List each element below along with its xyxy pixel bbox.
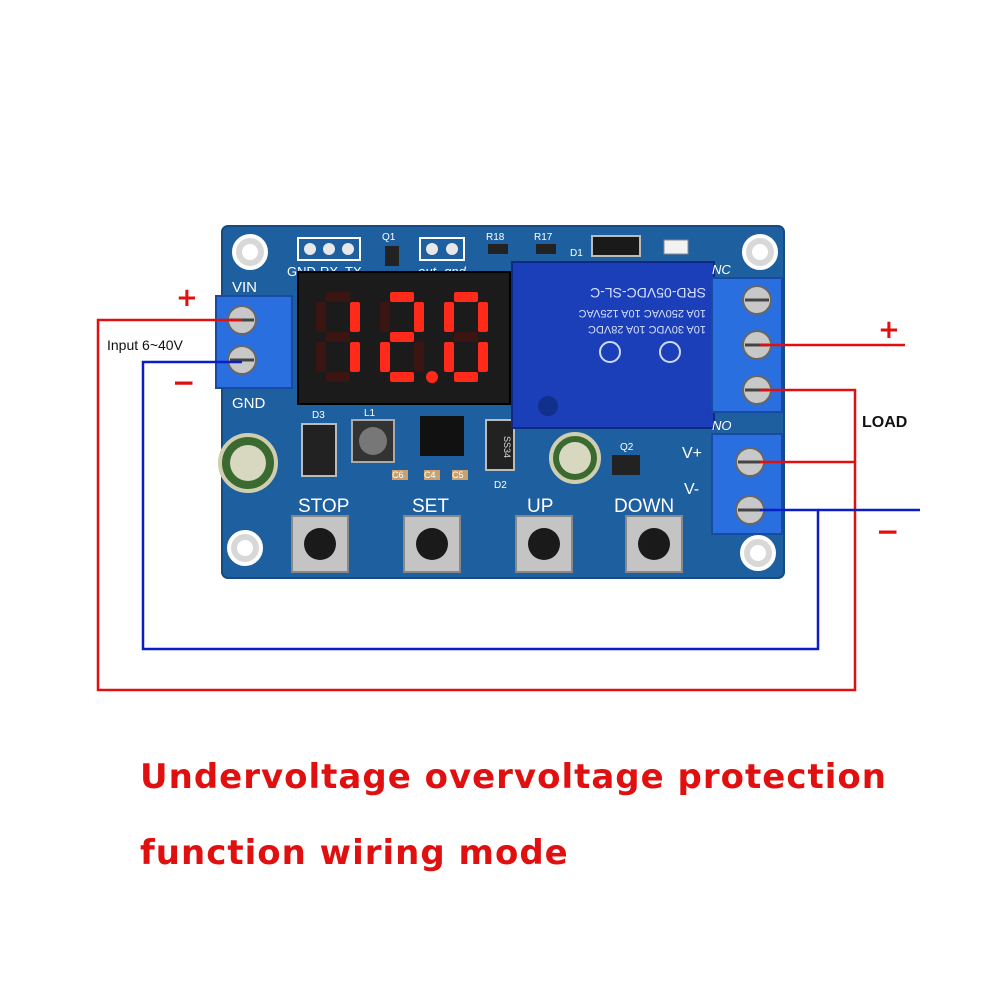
vin-label: VIN [232,279,257,296]
display-digit-3-segment-b [478,302,488,332]
up-button-label: UP [527,496,553,517]
red-load-wire-bottom [760,388,857,462]
display-digit-2-segment-d [390,372,414,382]
label-c4: C4 [424,470,436,480]
display-digit-3-segment-f [444,302,454,332]
label-r17: R17 [534,232,553,243]
display-digit-3-segment-d [454,372,478,382]
display-digit-1-segment-c [350,342,360,372]
display-digit-1-segment-g [326,332,350,342]
electrolytic-capacitors [218,432,601,493]
vplus-label: V+ [682,445,702,462]
label-r18: R18 [486,232,505,243]
caption-line-1: Undervoltage overvoltage protection [140,757,887,797]
chip-text: SS34 [502,436,512,458]
set-button-label: SET [412,496,449,517]
left-plus-sign: + [176,283,198,313]
label-d2: D2 [494,480,507,491]
vminus-label: V- [684,481,699,498]
stop-button-label: STOP [298,496,349,517]
push-buttons [291,515,683,573]
load-label: LOAD [862,414,907,431]
label-d3: D3 [312,410,325,421]
relay-rating-ac: 10A 250VAC 10A 125VAC [579,307,706,319]
display-digit-1-segment-b [350,302,360,332]
label-q2: Q2 [620,442,634,453]
out-header [419,237,465,261]
display-digits [316,292,488,383]
display-digit-1-segment-a [326,292,350,302]
display-digit-2-segment-c [414,342,424,372]
right-plus-sign: + [878,315,900,345]
right-minus-sign: − [876,515,899,548]
display-digit-3-segment-c [478,342,488,372]
nc-label: NC [712,262,731,277]
no-label: NO [712,418,732,433]
down-button-label: DOWN [614,496,674,517]
label-q1: Q1 [382,232,396,243]
label-l1: L1 [364,408,376,419]
display-digit-2-segment-a [390,292,414,302]
label-d1: D1 [570,248,583,259]
left-minus-sign: − [172,366,195,399]
red-supply-wire [96,318,857,692]
display-digit-2-segment-g [390,332,414,342]
input-voltage-label: Input 6~40V [107,337,184,353]
mounting-holes [227,234,778,571]
label-c6: C6 [392,470,404,480]
display-digit-3-segment-a [454,292,478,302]
display-digit-1-segment-e [316,342,326,372]
vin-terminal-block [215,295,293,389]
uart-header [297,237,361,261]
display-digit-2-segment-e [380,342,390,372]
display-digit-1-segment-f [316,302,326,332]
display-digit-2-segment-f [380,302,390,332]
gnd-label: GND [232,395,266,412]
display-digit-1-segment-d [326,372,350,382]
relay-model: SRD-05VDC-SL-C [590,285,706,301]
display-digit-3-segment-g [454,332,478,342]
relay [511,261,715,429]
display-decimal-point [426,371,438,383]
display-digit-3-segment-e [444,342,454,372]
relay-rating-dc: 10A 30VDC 10A 28VDC [588,323,706,335]
display-digit-2-segment-b [414,302,424,332]
output-terminal-block [711,433,783,535]
blue-ground-wire [141,360,820,651]
smd-parts [301,235,689,480]
caption-line-2: function wiring mode [140,833,569,873]
label-c5: C5 [452,470,464,480]
